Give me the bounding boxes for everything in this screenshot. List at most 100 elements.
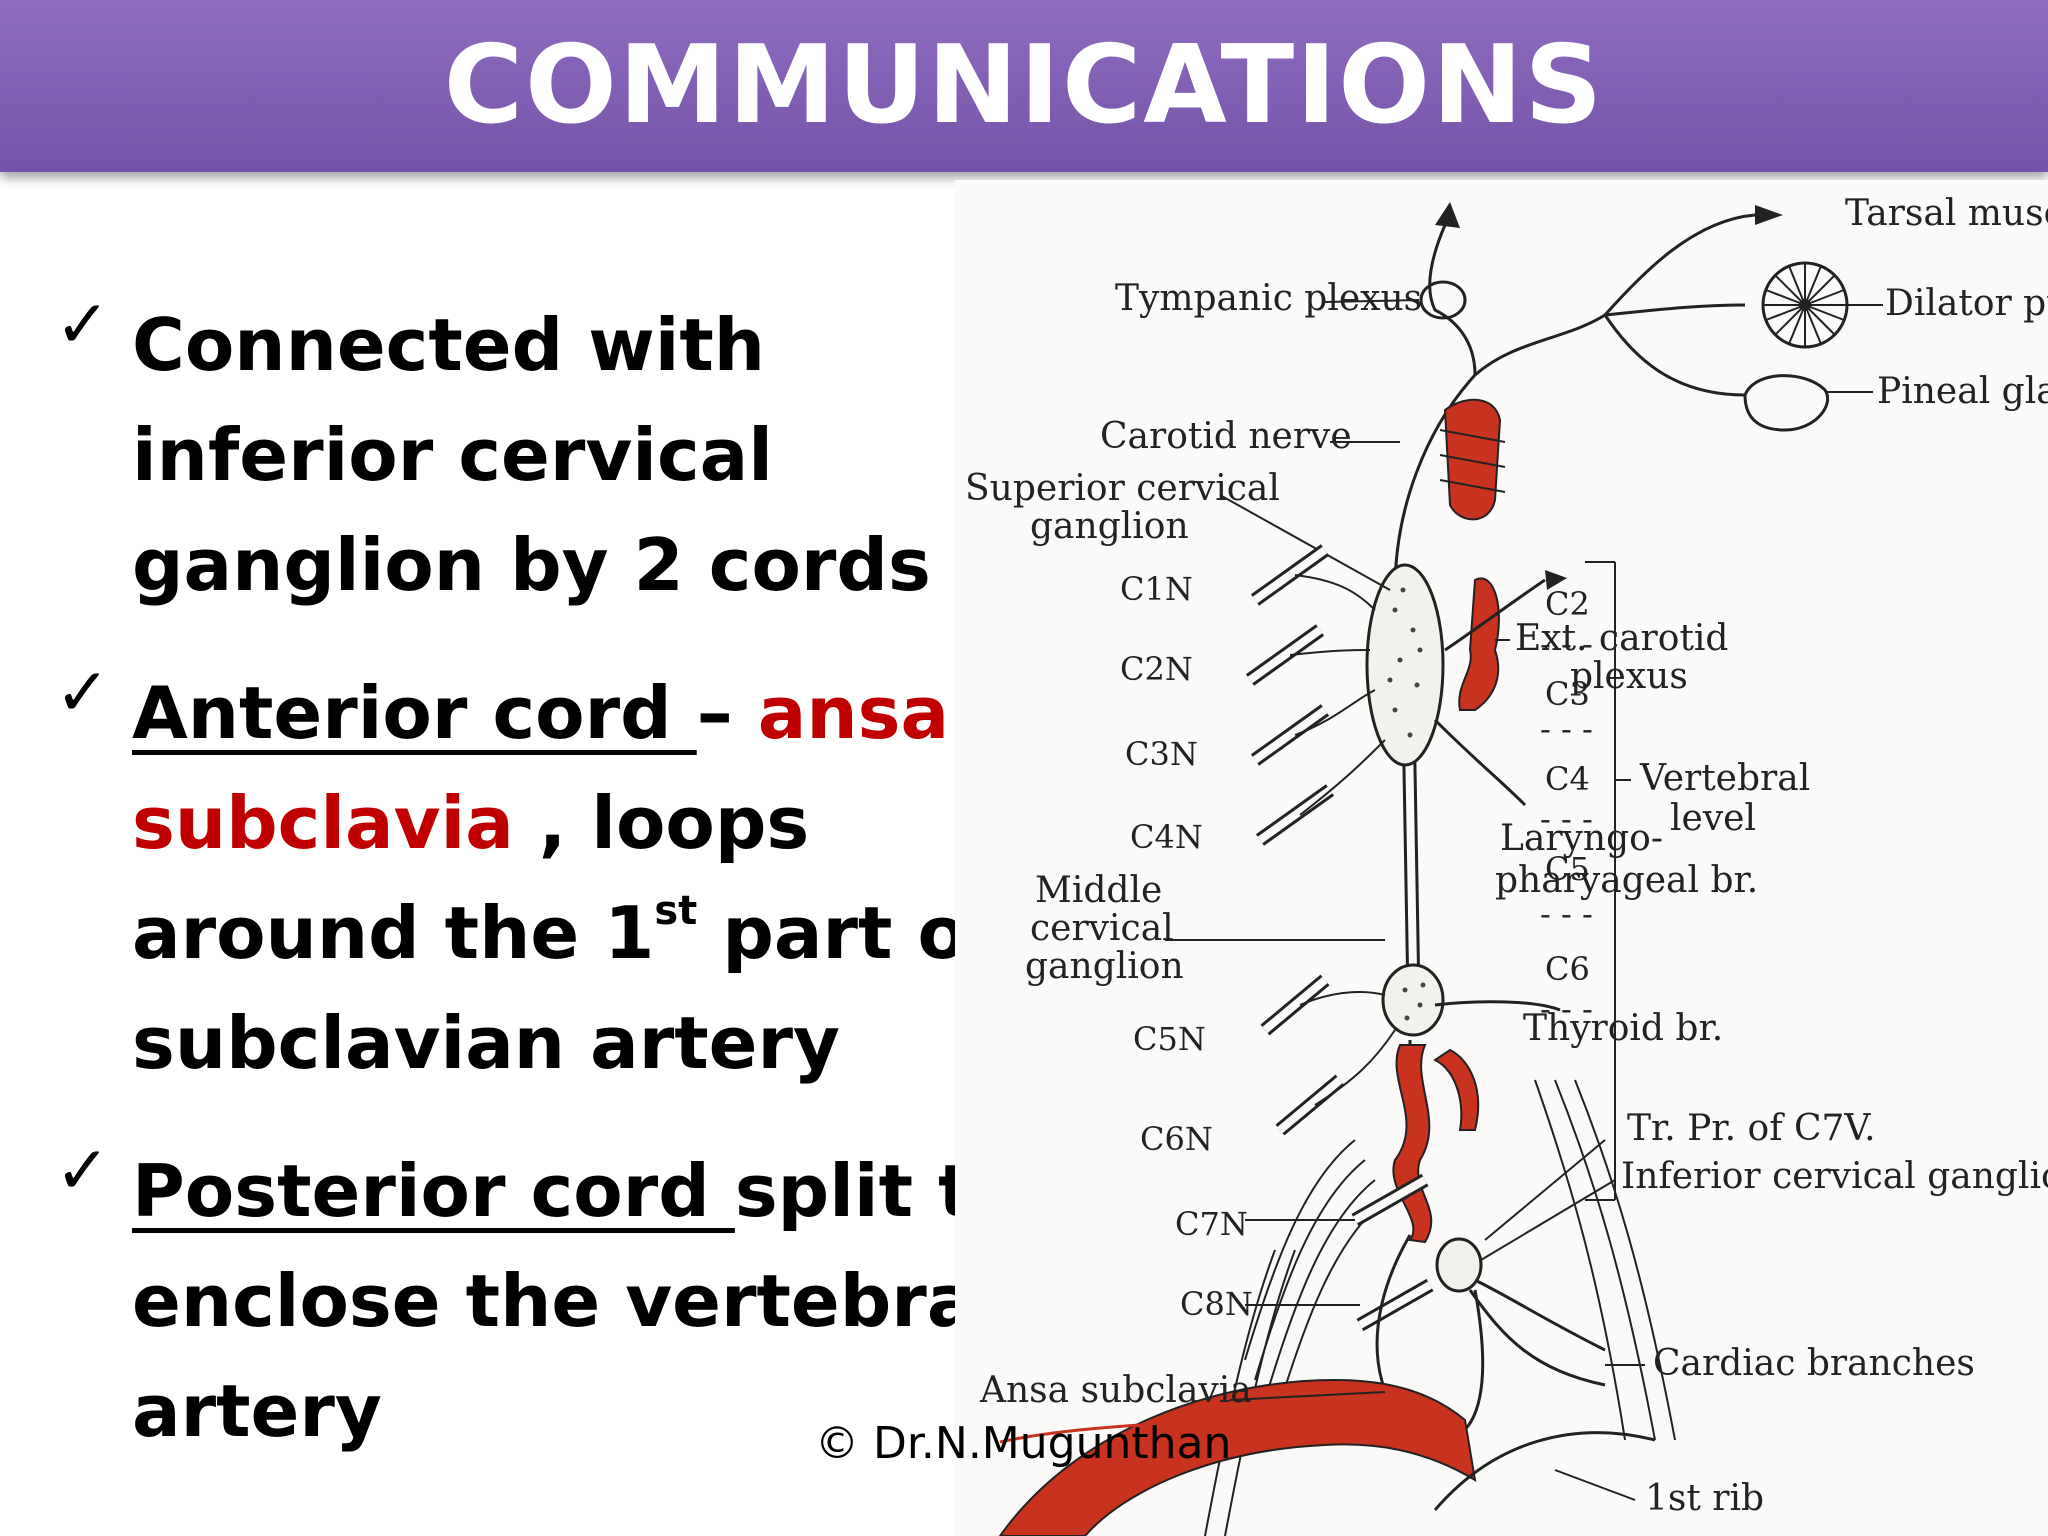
bullet-2-line-2: subclavia , loops [132,768,955,878]
bullet-3-line-2: enclose the vertebral [132,1259,1001,1343]
bullet-1-line-2: inferior cervical [132,413,773,497]
label-level-c3: C3 [1545,675,1590,713]
subclavia-text: subclavia [132,781,514,865]
bullet-3-line-1: Posterior cord split to [132,1136,1022,1246]
bullet-2-line-1: Anterior cord – ansa [132,658,955,768]
label-superior-cervical-2: ganglion [1030,506,1189,547]
pineal-branch [1603,314,1746,397]
label-carotid-nerve: Carotid nerve [1100,416,1352,457]
c5-nerve-fill [1262,976,1328,1034]
ansa-leader [1229,1391,1386,1401]
cardiac-branch-2 [1468,1289,1606,1387]
label-first-rib: 1st rib [1645,1478,1764,1519]
ansa-text: ansa [757,671,950,755]
tympanic-loop [1419,280,1467,320]
c8-nerve-fill [1358,1281,1432,1329]
label-c7n: C7N [1175,1205,1248,1243]
first-rib-outline [1433,1431,1656,1511]
sup-ganglion-leader [1219,494,1391,591]
sympathetic-trunk-upper-fill [1405,739,1417,971]
label-c6n: C6N [1140,1120,1213,1158]
dilator-spokes [1763,263,1847,347]
ext-carotid-branch [1444,578,1546,652]
label-vertebral-2: level [1670,798,1756,839]
bullet-2: ✓ Anterior cord – ansa subclavia , loops… [55,658,998,1098]
first-rib-leader [1554,1469,1636,1501]
middle-ganglion-dots [1402,982,1426,1021]
posterior-cord-term: Posterior cord [132,1149,735,1233]
label-level-c2: C2 [1545,585,1590,623]
bullet-1: ✓ Connected with inferior cervical gangl… [55,290,955,620]
superior-cervical-ganglion [1365,563,1445,767]
label-laryngo-2: pharyageal br. [1495,860,1758,901]
tympanic-arrow-icon [1435,202,1460,228]
rami-middle [1299,991,1396,1106]
bullet-3: ✓ Posterior cord split to enclose the ve… [55,1132,1022,1466]
label-middle-2: cervical [1030,908,1174,949]
label-superior-cervical-1: Superior cervical [965,468,1280,509]
level-divider-5: - - - [1540,990,1593,1028]
ansa-red-underline [999,1418,1231,1444]
label-c4n: C4N [1130,818,1203,856]
tympanic-branch [1428,224,1477,376]
bullet-1-line-1: Connected with [132,303,766,387]
label-ansa-subclavia: Ansa subclavia [979,1370,1252,1411]
c2-nerve-fill [1247,626,1323,684]
checkmark-icon: ✓ [55,286,111,363]
slide-title: COMMUNICATIONS [443,23,1605,148]
around-text: around the 1 [132,891,655,975]
level-divider-2: - - - [1540,710,1593,748]
thyroid-branch [1434,1000,1561,1012]
label-dilator-pupillae: Dilator pupillae [1885,283,2048,324]
tarsal-arrow-icon [1755,205,1783,225]
sympathetic-chain-diagram: Tarsal muscles Tympanic plexus Dilator p… [955,180,2048,1536]
label-c1n: C1N [1120,570,1193,608]
superscript-st: st [654,888,698,934]
dash-text: – [696,671,758,755]
inferior-thyroid-artery [1433,1048,1480,1131]
level-divider-4: - - - [1540,895,1593,933]
bullet-2-line-4: subclavian artery [132,1001,840,1085]
inf-ganglion-leader [1480,1179,1616,1261]
spinal-nerves-upper [1245,544,1335,846]
label-level-c5: C5 [1545,850,1590,888]
label-middle-1: Middle [1035,870,1162,911]
vertebral-level-bracket [1585,561,1631,1201]
ext-carotid-arrow-icon [1545,570,1567,590]
label-cardiac-branches: Cardiac branches [1653,1343,1975,1384]
anterior-cord-term: Anterior cord [132,671,697,755]
superior-ganglion-dots [1387,587,1423,738]
label-tr-pr: Tr. Pr. of C7V. [1627,1108,1876,1149]
part-of-text: part of [697,891,999,975]
cardiac-branch-1 [1474,1278,1606,1352]
bullet-2-line-3: around the 1st part of [132,878,998,988]
level-divider-3: - - - [1540,800,1593,838]
loops-text: , loops [513,781,810,865]
internal-carotid-artery [1443,398,1502,521]
carotid-coil-lines [1439,429,1506,493]
c7-nerve-fill [1353,1176,1427,1224]
label-pineal-gland: Pineal gland [1877,371,2048,412]
dilator-branch [1604,303,1746,317]
checkmark-icon: ✓ [55,1132,111,1209]
label-thyroid-br: Thyroid br. [1523,1008,1723,1049]
pineal-gland-icon [1743,374,1829,432]
label-c8n: C8N [1180,1285,1253,1323]
copyright-notice: © Dr.N.Mugunthan [815,1418,1232,1469]
label-c2n: C2N [1120,650,1193,688]
label-inferior-cervical: Inferior cervical ganglion [1621,1156,2048,1197]
label-ext-carotid-2: plexus [1570,656,1688,697]
title-bar: COMMUNICATIONS [0,0,2048,172]
label-laryngo-1: Laryngo- [1500,818,1663,859]
tympanic-leader-line [1324,299,1420,303]
diagram-background [955,180,2048,1536]
label-middle-3: ganglion [1025,946,1184,987]
inferior-cervical-ganglion [1435,1237,1483,1293]
label-ext-carotid-1: Ext. carotid [1515,618,1728,659]
carotid-nerve-path [1393,313,1606,591]
c6-nerve-fill [1277,1076,1343,1134]
c3-nerve-fill [1252,706,1328,764]
label-tympanic-plexus: Tympanic plexus [1115,278,1422,319]
label-level-c6: C6 [1545,950,1590,988]
bullet-list: ✓ Connected with inferior cervical gangl… [55,290,1022,1504]
